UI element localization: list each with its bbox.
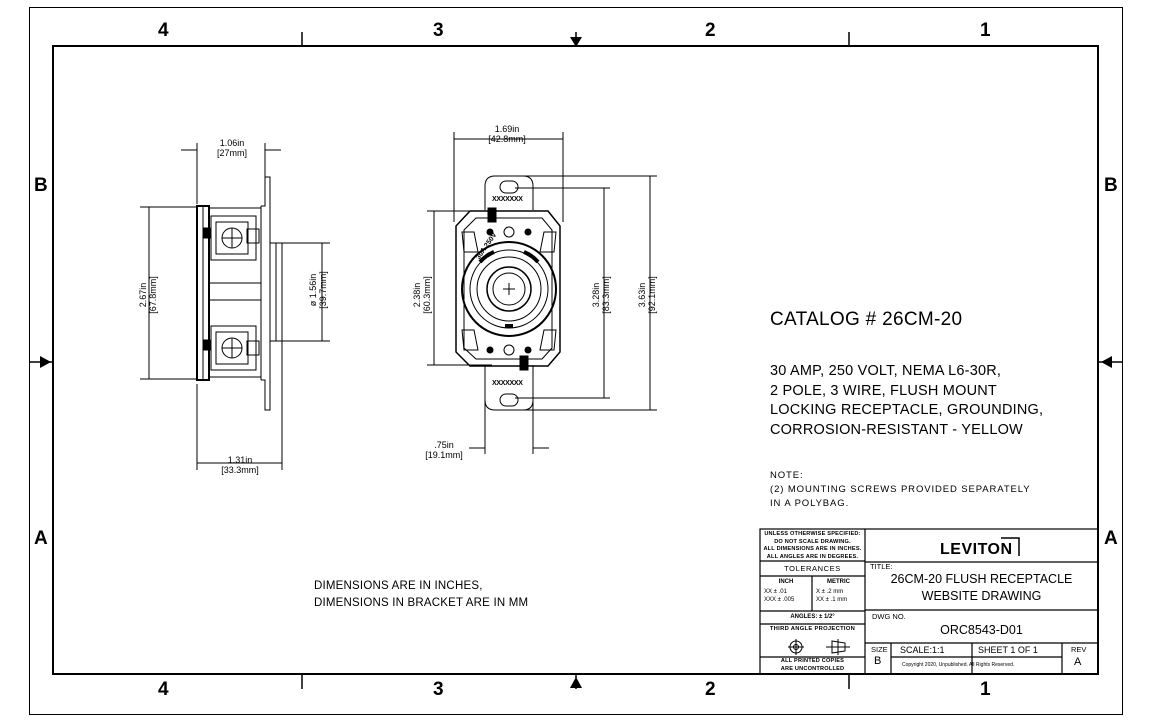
dim-side-depth: 1.31in [33.3mm] [218,455,262,475]
uncontrolled-notice: ALL PRINTED COPIES ARE UNCONTROLLED [760,658,865,673]
side-view [140,143,330,470]
metric-tolerance-row: XX ± .1 mm [816,597,848,603]
receptacle-marking-top: XXXXXXX [492,196,523,203]
dim-side-diameter: ø 1.56in [39.7mm] [308,255,328,325]
inch-tolerances: XX ± .01 XXX ± .005 [764,588,794,604]
dim-front-inner-height: 2.38in [60.3mm] [412,260,432,330]
drawing-number: ORC8543-D01 [940,623,1023,637]
dim-side-width: 1.06in [27mm] [212,138,252,158]
tolerances-label: TOLERANCES [784,564,841,573]
description: 30 AMP, 250 VOLT, NEMA L6-30R, 2 POLE, 3… [770,362,1043,440]
drawing-title: 26CM-20 FLUSH RECEPTACLE WEBSITE DRAWING [865,571,1098,605]
metric-tolerances: X ± .2 mm XX ± .1 mm [816,588,847,604]
dim-mm: [60.3mm] [422,276,432,314]
dwg-no-label: DWG NO. [872,612,906,621]
dim-inch: .75in [434,440,454,450]
metric-label: METRIC [827,579,850,585]
note-line: NOTE: [770,470,804,481]
sheet-number: SHEET 1 OF 1 [978,645,1038,655]
centering-arrows [40,37,1112,688]
units-line: DIMENSIONS ARE IN INCHES, [314,580,483,592]
uncontrolled-line: ARE UNCONTROLLED [780,665,845,672]
catalog-title: CATALOG # 26CM-20 [770,309,963,330]
zone-col-4-top: 4 [158,20,169,41]
note-line: IN A POLYBAG. [770,498,850,509]
zone-row-b-right: B [1104,175,1118,196]
dim-inch: 1.69in [494,124,520,134]
inch-tolerance-row: XX ± .01 [764,589,787,595]
company-logo: LEVITON [940,541,1013,558]
dim-mm: [19.1mm] [425,450,463,460]
size-value: B [874,655,882,667]
inch-label: INCH [778,579,794,585]
title-label: TITLE: [870,562,893,571]
dim-inch: 2.38in [412,282,422,308]
description-line: LOCKING RECEPTACLE, GROUNDING, [770,402,1044,418]
dim-mm: [92.1mm] [647,276,657,314]
dim-front-ear-width: .75in [19.1mm] [420,440,468,460]
note: NOTE: (2) MOUNTING SCREWS PROVIDED SEPAR… [770,469,1031,511]
dim-front-width: 1.69in [42.8mm] [482,124,532,144]
zone-row-a-left: A [34,528,48,549]
rev-value: A [1074,656,1082,668]
spec-notes: UNLESS OTHERWISE SPECIFIED: DO NOT SCALE… [760,531,865,561]
size-label: SIZE [871,645,888,654]
projection-symbol-icon [788,639,850,655]
rev-label: REV [1071,645,1087,654]
dim-mm: [42.8mm] [488,134,526,144]
description-line: 2 POLE, 3 WIRE, FLUSH MOUNT [770,382,997,399]
dim-mm: [39.7mm] [318,271,328,309]
units-line: DIMENSIONS IN BRACKET ARE IN MM [314,596,529,609]
front-view [427,132,657,454]
zone-col-2-bottom: 2 [705,679,716,700]
zone-col-1-bottom: 1 [980,679,991,700]
zone-row-b-left: B [34,175,48,196]
dim-mm: [67.8mm] [148,276,158,314]
logo-accent-icon [1001,537,1020,556]
dim-mm: [27mm] [216,148,247,158]
zone-row-a-right: A [1104,528,1118,549]
dim-inch: 1.06in [219,138,245,148]
dim-front-overall-height: 3.63in [92.1mm] [637,260,657,330]
dim-inch: 2.67in [138,282,148,308]
zone-col-3-top: 3 [433,20,444,41]
dim-inch: 1.31in [227,455,253,465]
outer-border [29,7,1123,715]
scale: SCALE:1:1 [900,645,945,655]
inch-tolerance-row: XXX ± .005 [764,597,795,603]
dim-mm: [83.3mm] [601,276,611,314]
zone-col-3-bottom: 3 [433,679,444,700]
title-block-lines [759,528,1099,675]
spec-line: ALL ANGLES ARE IN DEGREES. [766,553,859,560]
dim-mm: [33.3mm] [221,465,259,475]
receptacle-marking-bottom: XXXXXXX [492,380,523,387]
uncontrolled-line: ALL PRINTED COPIES [780,658,845,664]
description-line: CORROSION-RESISTANT - YELLOW [770,421,1023,438]
projection-label: THIRD ANGLE PROJECTION [769,626,856,632]
note-line: (2) MOUNTING SCREWS PROVIDED SEPARATELY [770,484,1031,495]
units-note: DIMENSIONS ARE IN INCHES, DIMENSIONS IN … [314,578,528,611]
dim-side-height: 2.67in [67.8mm] [138,260,158,330]
metric-tolerance-row: X ± .2 mm [816,589,844,595]
spec-line: ALL DIMENSIONS ARE IN INCHES. [763,546,862,553]
spec-line: DO NOT SCALE DRAWING. [774,538,851,545]
spec-line: UNLESS OTHERWISE SPECIFIED: [764,531,861,537]
drawing-title-line: WEBSITE DRAWING [921,589,1042,603]
zone-col-1-top: 1 [980,20,991,41]
zone-col-4-bottom: 4 [158,679,169,700]
dim-inch: 3.28in [591,282,601,308]
dim-front-hole-spacing: 3.28in [83.3mm] [591,260,611,330]
dim-inch: ø 1.56in [308,273,318,307]
description-line: 30 AMP, 250 VOLT, NEMA L6-30R, [770,363,1002,379]
drawing-title-line: 26CM-20 FLUSH RECEPTACLE [890,572,1073,586]
copyright: Copyright 2020, Unpublished. All Rights … [902,662,1015,668]
dim-inch: 3.63in [637,282,647,308]
angles-tolerance: ANGLES: ± 1/2° [790,614,835,620]
zone-col-2-top: 2 [705,20,716,41]
